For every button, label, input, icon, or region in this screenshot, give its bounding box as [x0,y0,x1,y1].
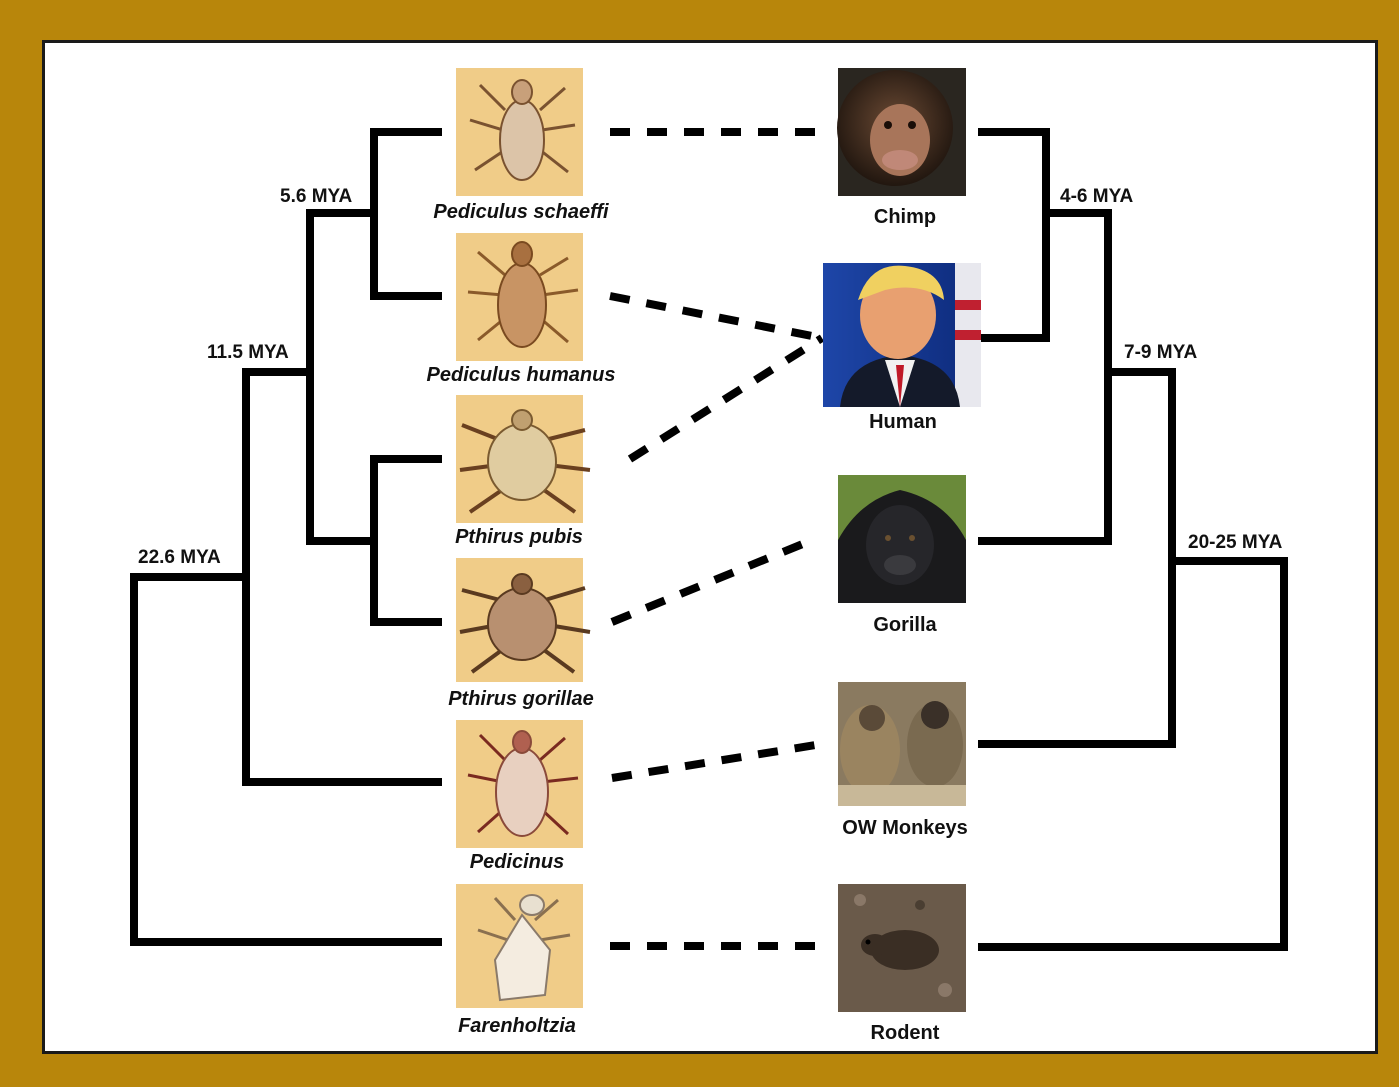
host-tree [978,128,1288,951]
association-lines [609,128,825,950]
host-label-gorilla: Gorilla [873,614,937,636]
host-branch-monkeys [978,368,1288,748]
host-branch-chimp-human [978,128,1112,342]
louse-tile-humanus [456,233,583,361]
lice-node-label-5.6: 5.6 MYA [280,186,352,207]
lice-branch-pediculus-pthirus [242,209,314,545]
host-branch-root [978,557,1288,951]
lice-branch-pthirus [306,455,442,626]
louse-label-humanus: Pediculus humanus [427,364,616,386]
louse-tile-gorillae [456,558,591,682]
louse-label-gorillae: Pthirus gorillae [448,688,594,710]
diagram-panel [42,40,1378,1054]
louse-label-schaeffi: Pediculus schaeffi [433,201,609,223]
host-photo-gorilla [838,475,966,603]
host-photo-chimp [837,68,966,196]
host-node-label-4-6: 4-6 MYA [1060,186,1133,207]
louse-icon [459,423,591,514]
association-humanus-human [609,292,823,342]
lice-tree [130,128,442,946]
louse-tile-schaeffi [456,68,583,196]
host-label-human: Human [869,411,937,433]
louse-tile-pubis [456,395,591,523]
association-gorillae-gorilla [610,537,812,626]
host-photo-rodent [838,884,966,1012]
host-branch-apes [978,209,1176,545]
louse-tile-farenholtzia [456,884,583,1008]
louse-tile-pedicinus [456,720,583,848]
louse-icon [467,733,579,836]
lice-branch-root [130,573,442,946]
host-photo-ow-monkeys [838,682,966,806]
louse-icon [459,586,591,674]
louse-label-pedicinus: Pedicinus [470,851,564,873]
host-label-rodent: Rodent [871,1022,940,1044]
association-pubis-human [627,334,825,463]
association-pedicinus-owmonkeys [611,740,823,782]
host-label-ow-monkeys: OW Monkeys [842,817,968,839]
lice-branch-pedicinus [130,368,442,786]
louse-label-farenholtzia: Farenholtzia [458,1015,576,1037]
host-node-label-20-25: 20-25 MYA [1188,532,1283,553]
louse-icon [477,896,571,942]
lice-node-label-22.6: 22.6 MYA [138,547,221,568]
host-label-chimp: Chimp [874,206,936,228]
lice-branch-schaeffi-humanus [306,128,442,300]
louse-icon [467,250,579,344]
louse-label-pubis: Pthirus pubis [455,526,583,548]
louse-icon [469,83,576,174]
host-node-label-7-9: 7-9 MYA [1124,342,1197,363]
lice-node-label-11.5: 11.5 MYA [207,342,289,363]
host-photo-human [823,263,981,407]
